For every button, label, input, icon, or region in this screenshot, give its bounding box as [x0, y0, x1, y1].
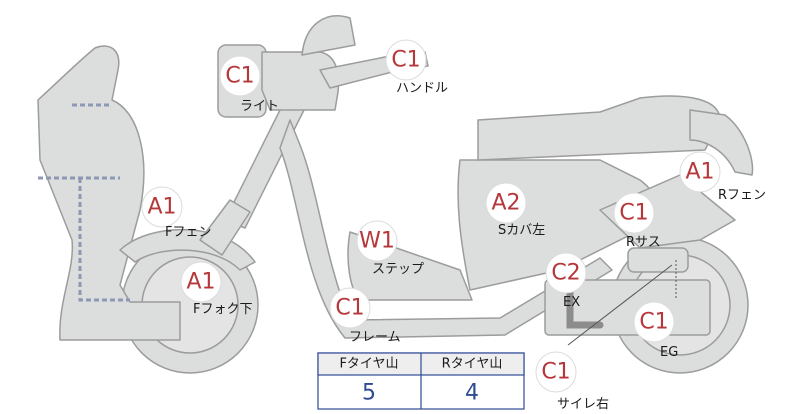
label-r-fender: Rフェン: [718, 188, 766, 203]
label-eg: EG: [660, 345, 678, 360]
code-f-fork: A1: [186, 270, 215, 295]
code-s-cover: A2: [491, 191, 520, 216]
label-light: ライト: [240, 99, 279, 114]
rear-shock: [627, 247, 689, 273]
badge-f-fork[interactable]: A1 Fフォク下: [180, 261, 252, 317]
label-f-fork: Fフォク下: [193, 302, 252, 317]
engine-leader-line: [567, 264, 673, 346]
code-light: C1: [225, 64, 254, 89]
badge-r-fender[interactable]: A1 Rフェン: [679, 151, 766, 203]
seat: [477, 95, 721, 161]
rear-fender: [689, 109, 754, 176]
label-frame: フレーム: [349, 330, 401, 345]
badge-r-sus[interactable]: C1 Rサス: [613, 192, 661, 250]
tire-tread-table: Fタイヤ山 Rタイヤ山 5 4: [317, 352, 525, 410]
rear-tire-value: 4: [465, 381, 479, 406]
code-eg: C1: [639, 310, 668, 335]
label-f-fender: Fフェン: [165, 225, 211, 240]
rear-tire-label: Rタイヤ山: [442, 357, 503, 372]
code-step: W1: [359, 229, 395, 254]
badge-eg[interactable]: C1 EG: [633, 301, 678, 360]
badge-frame[interactable]: C1 フレーム: [329, 287, 401, 345]
code-handle: C1: [391, 48, 420, 73]
code-frame: C1: [335, 296, 364, 321]
code-f-fender: A1: [147, 195, 176, 220]
code-r-sus: C1: [619, 201, 648, 226]
badge-step[interactable]: W1 ステップ: [356, 220, 424, 277]
code-ex: C2: [551, 261, 580, 286]
badge-light[interactable]: C1 ライト: [219, 55, 279, 114]
badge-ex[interactable]: C2 EX: [545, 252, 587, 310]
front-leg-shield: [37, 45, 181, 341]
label-step: ステップ: [372, 262, 424, 277]
label-side-right: サイレ右: [557, 397, 609, 412]
code-side-right: C1: [541, 360, 570, 385]
label-ex: EX: [563, 295, 580, 310]
label-r-sus: Rサス: [626, 235, 661, 250]
badge-side-right[interactable]: C1 サイレ右: [535, 351, 609, 412]
label-s-cover: Sカバ左: [498, 223, 545, 238]
frame-tube: [279, 119, 613, 339]
fork-lower: [199, 199, 251, 256]
label-handle: ハンドル: [396, 81, 448, 96]
code-r-fender: A1: [685, 160, 714, 185]
windscreen: [301, 15, 356, 56]
badge-handle[interactable]: C1 ハンドル: [385, 39, 448, 96]
badge-s-cover[interactable]: A2 Sカバ左: [485, 182, 545, 238]
front-tire-value: 5: [362, 381, 376, 406]
badge-f-fender[interactable]: A1 Fフェン: [141, 186, 211, 240]
front-tire-label: Fタイヤ山: [339, 357, 398, 372]
